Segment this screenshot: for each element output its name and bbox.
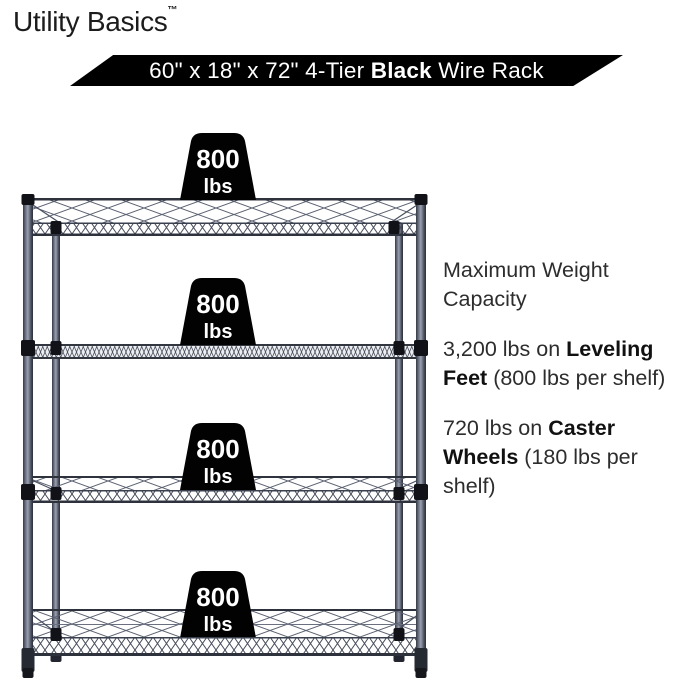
info-panel: Maximum Weight Capacity 3,200 lbs on Lev… (443, 256, 675, 522)
weight-badge-3: 800 lbs (180, 423, 256, 490)
shelf-3-front-band (27, 490, 423, 503)
leveling-feet-bold: Leveling Feet (443, 337, 654, 390)
banner-text-prefix: 60" x 18" x 72" 4-Tier (149, 57, 371, 83)
shelf-4-front-band (27, 637, 423, 656)
badge-3-unit: lbs (204, 466, 233, 488)
badge-4-value: 800 (196, 582, 239, 612)
weight-badge-4: 800 lbs (180, 571, 256, 638)
badge-1-unit: lbs (204, 176, 233, 198)
brand-logo: Utility Basics™ (13, 5, 178, 38)
shelf-2 (27, 344, 423, 359)
capacity-caster-wheels: 720 lbs on Caster Wheels (180 lbs per sh… (443, 414, 675, 500)
leveling-feet (21, 648, 428, 678)
badge-2-unit: lbs (204, 321, 233, 343)
info-heading: Maximum Weight Capacity (443, 258, 609, 311)
weight-badge-1: 800 lbs (180, 133, 256, 200)
capacity-leveling-feet: 3,200 lbs on Leveling Feet (800 lbs per … (443, 335, 675, 392)
title-banner: 60" x 18" x 72" 4-Tier Black Wire Rack (70, 55, 623, 86)
leveling-feet-prefix: 3,200 lbs on (443, 337, 567, 362)
badge-1-value: 800 (196, 144, 239, 174)
badge-2-value: 800 (196, 289, 239, 319)
caster-wheels-suffix: (180 lbs per shelf) (443, 444, 638, 498)
post-collars (21, 194, 428, 641)
front-posts (23, 196, 426, 650)
badge-3-value: 800 (196, 434, 239, 464)
brand-name: Utility Basics (13, 6, 168, 37)
leveling-feet-suffix: (800 lbs per shelf) (487, 365, 666, 390)
caster-wheels-bold: Caster Wheels (443, 416, 616, 469)
caster-wheels-prefix: 720 lbs on (443, 416, 549, 441)
banner-text-bold: Black (370, 57, 432, 83)
shelf-1 (26, 198, 424, 236)
badge-4-unit: lbs (204, 614, 233, 636)
trademark-symbol: ™ (167, 5, 178, 16)
banner-text-suffix: Wire Rack (431, 57, 544, 83)
weight-badge-2: 800 lbs (180, 278, 256, 345)
